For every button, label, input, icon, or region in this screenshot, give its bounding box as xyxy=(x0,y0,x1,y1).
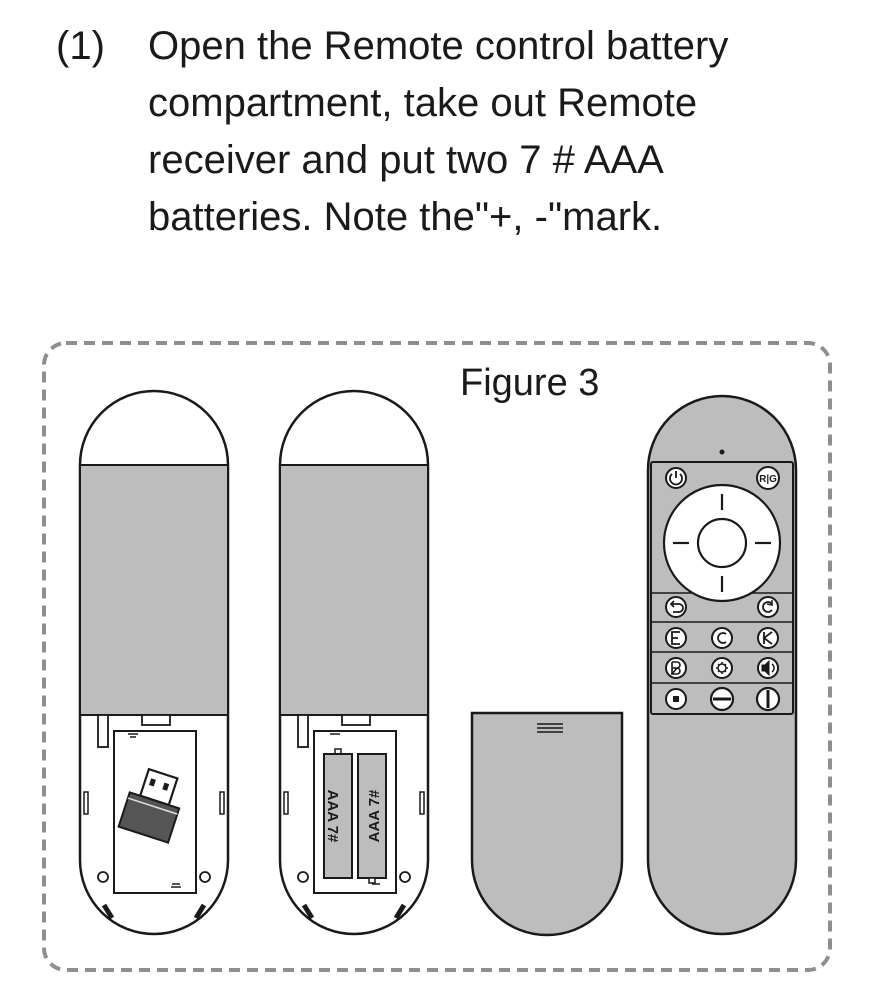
battery-1 xyxy=(323,748,353,879)
pipe-icon xyxy=(755,686,781,712)
gear-icon xyxy=(711,657,733,679)
back-icon xyxy=(665,596,687,618)
rg-label: R|G xyxy=(759,474,777,485)
remote-back-with-receiver xyxy=(78,389,230,936)
instruction-line-1: Open the Remote control battery xyxy=(148,24,729,68)
c-icon xyxy=(711,627,733,649)
volume-icon xyxy=(757,657,779,679)
k-icon xyxy=(757,627,779,649)
remote-1-gray-panel xyxy=(79,464,229,716)
rg-icon xyxy=(756,466,780,490)
battery-2-label: AAA 7# xyxy=(366,789,383,842)
instruction-line-2: compartment, take out Remote xyxy=(148,81,698,125)
usb-receiver xyxy=(117,767,181,844)
minus-icon xyxy=(709,686,735,712)
power-icon xyxy=(665,467,687,489)
remote-front xyxy=(646,394,798,936)
e-icon xyxy=(665,627,687,649)
remote-2-gray-panel xyxy=(279,464,429,716)
figure-title: Figure 3 xyxy=(460,362,600,404)
figure-frame xyxy=(42,341,832,972)
refresh-icon xyxy=(757,596,779,618)
battery-1-label: AAA 7# xyxy=(324,790,341,843)
instruction-line-3: receiver and put two 7 # AAA xyxy=(148,138,664,182)
step-number: (1) xyxy=(56,24,105,68)
remote-back-with-batteries xyxy=(278,389,430,936)
stop-icon xyxy=(665,688,687,710)
battery-2 xyxy=(357,753,387,884)
dpad-icon xyxy=(662,483,782,603)
battery-cover xyxy=(470,711,624,937)
b-icon xyxy=(665,657,687,679)
instruction-line-4: batteries. Note the"+, -"mark. xyxy=(148,195,663,239)
